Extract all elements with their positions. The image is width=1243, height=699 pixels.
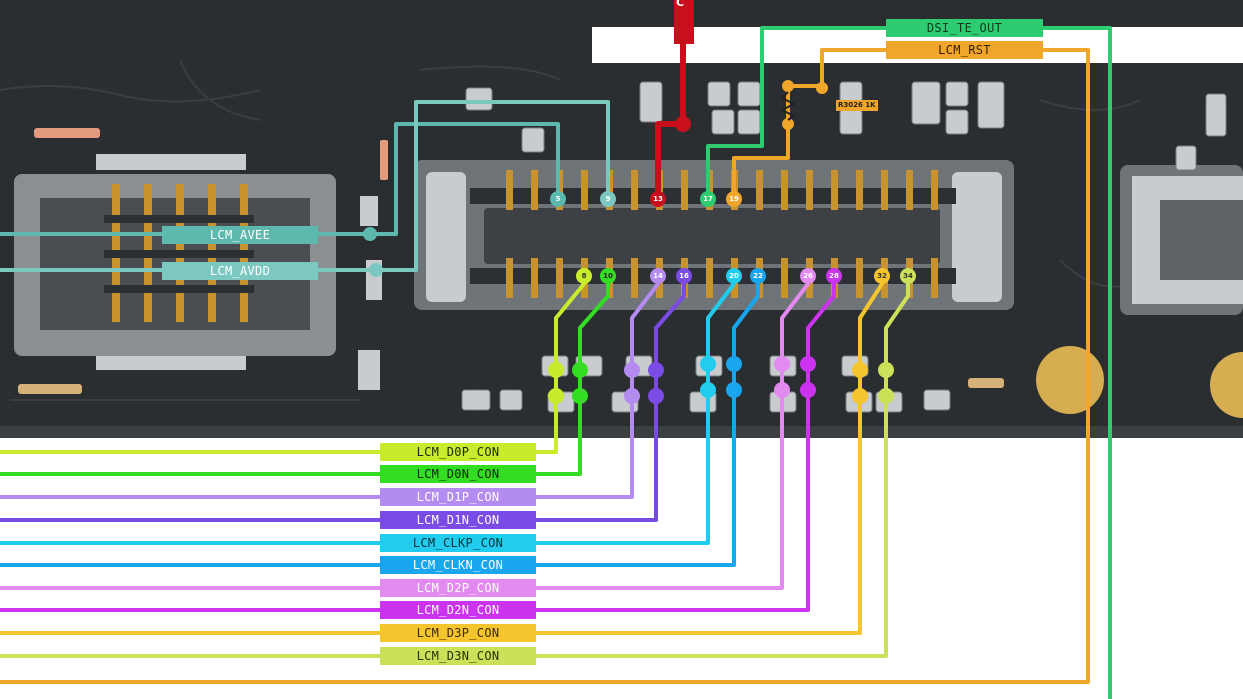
- net-label-lcm-d0p-con: LCM_D0P_CON: [380, 443, 536, 461]
- connector-pad: [831, 170, 838, 210]
- net-label-lcm-d3n-con: LCM_D3N_CON: [380, 647, 536, 665]
- smd-component: [465, 87, 493, 111]
- net-label-dsi-te-out: DSI_TE_OUT: [886, 19, 1043, 37]
- connector-pad: [781, 258, 788, 298]
- smd-component: [1205, 93, 1227, 137]
- resistor-symbol: [779, 91, 797, 121]
- connector-pad: [556, 258, 563, 298]
- net-label-lcm-d0n-con: LCM_D0N_CON: [380, 465, 536, 483]
- smd-component: [639, 81, 663, 123]
- smd-component: [461, 389, 491, 411]
- smd-component: [945, 109, 969, 135]
- connector-pad: [806, 170, 813, 210]
- net-label-lcm-clkp-con: LCM_CLKP_CON: [380, 534, 536, 552]
- connector-pad: [781, 170, 788, 210]
- connector-pad: [631, 170, 638, 210]
- net-label-lcm-d2n-con: LCM_D2N_CON: [380, 601, 536, 619]
- net-label-lcm-d3p-con: LCM_D3P_CON: [380, 624, 536, 642]
- connector-pad: [531, 170, 538, 210]
- pin-14: 14: [650, 268, 666, 284]
- smd-component: [521, 127, 545, 153]
- pin-16: 16: [676, 268, 692, 284]
- gold-pad: [1210, 352, 1243, 418]
- smd-component: [839, 109, 863, 135]
- net-label-lcm-d2p-con: LCM_D2P_CON: [380, 579, 536, 597]
- connector-pad: [506, 258, 513, 298]
- smd-component: [945, 81, 969, 107]
- pin-28: 28: [826, 268, 842, 284]
- smd-component: [737, 81, 761, 107]
- smd-component: [707, 81, 731, 107]
- pin-32: 32: [874, 268, 890, 284]
- smd-component: [977, 81, 1005, 129]
- net-label-lcm-avdd: LCM_AVDD: [162, 262, 318, 280]
- pin-17: 17: [700, 191, 716, 207]
- smd-component: [1175, 145, 1197, 171]
- trace-dsi-te-out: [706, 26, 1112, 699]
- connector-pad: [681, 170, 688, 210]
- connector-pad: [531, 258, 538, 298]
- net-label-lcm-d1n-con: LCM_D1N_CON: [380, 511, 536, 529]
- connector-pad: [506, 170, 513, 210]
- net-label-lcm-clkn-con: LCM_CLKN_CON: [380, 556, 536, 574]
- connector-pad: [856, 170, 863, 210]
- smd-component: [499, 389, 523, 411]
- smd-component: [737, 109, 761, 135]
- connector-pad: [581, 170, 588, 210]
- connector-pad: [931, 258, 938, 298]
- gold-pad: [1036, 346, 1104, 414]
- smd-component: [911, 81, 941, 125]
- connector-pad: [856, 258, 863, 298]
- resistor-label: R3026 1K: [836, 100, 878, 111]
- pin-9: 9: [600, 191, 616, 207]
- pin-5: 5: [550, 191, 566, 207]
- smd-component: [711, 109, 735, 135]
- right-connector: [1120, 165, 1243, 315]
- connector-pad: [756, 170, 763, 210]
- pin-26: 26: [800, 268, 816, 284]
- connector-pad: [881, 170, 888, 210]
- trace-red: [655, 0, 686, 201]
- pin-20: 20: [726, 268, 742, 284]
- pin-10: 10: [600, 268, 616, 284]
- connector-pad: [906, 170, 913, 210]
- connector-pad: [631, 258, 638, 298]
- top-marker: C: [676, 0, 685, 9]
- net-label-lcm-d1p-con: LCM_D1P_CON: [380, 488, 536, 506]
- pin-8: 8: [576, 268, 592, 284]
- pin-34: 34: [900, 268, 916, 284]
- pin-22: 22: [750, 268, 766, 284]
- main-connector: [414, 160, 1014, 310]
- net-label-lcm-rst: LCM_RST: [886, 41, 1043, 59]
- connector-pad: [931, 170, 938, 210]
- smd-components: [461, 81, 1227, 413]
- pin-19: 19: [726, 191, 742, 207]
- pin-13: 13: [650, 191, 666, 207]
- net-label-lcm-avee: LCM_AVEE: [162, 226, 318, 244]
- smd-component: [923, 389, 951, 411]
- connector-pad: [706, 258, 713, 298]
